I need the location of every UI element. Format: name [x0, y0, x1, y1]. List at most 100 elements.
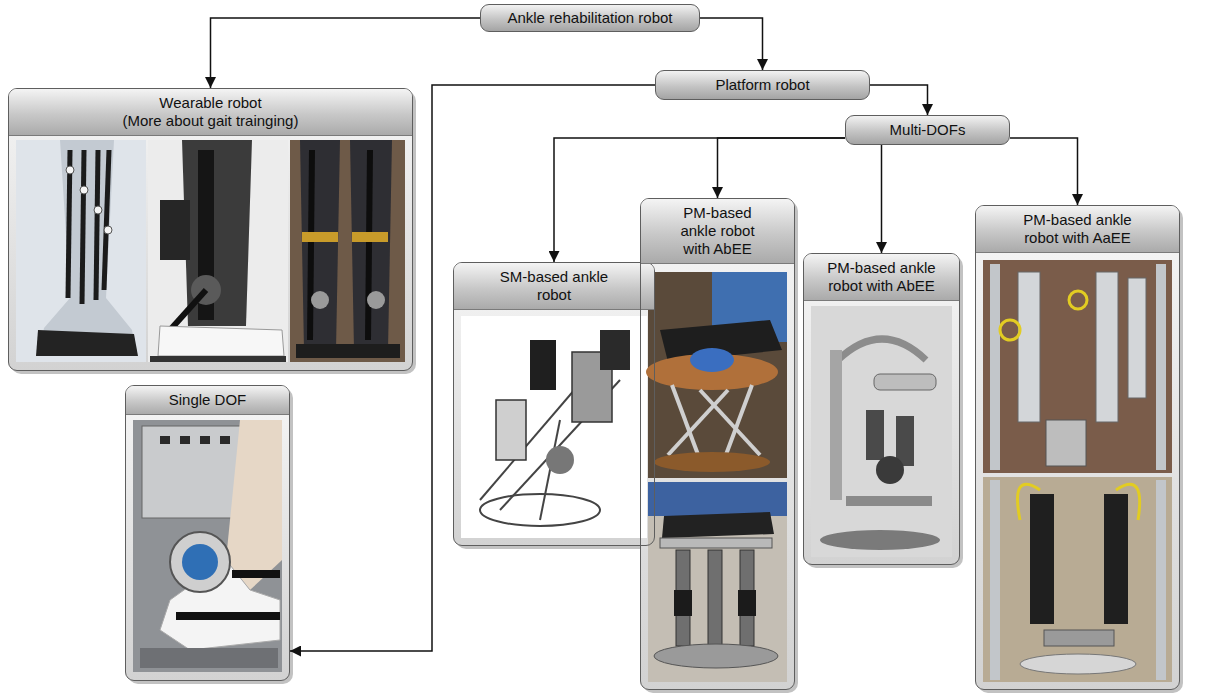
panel-header: PM-based ankle robot with AbEE: [804, 254, 959, 301]
photo-pm-ankle-robot-b: [662, 512, 774, 538]
photo-soft-exosuit: [94, 206, 102, 214]
photo-pm-ankle-robot-e: [1044, 630, 1114, 646]
photo-pm-ankle-robot-e: [990, 480, 1000, 680]
category-panel: PM-based ankle robot with AbEE: [640, 198, 795, 690]
photo-gait-exoskeleton: [350, 140, 392, 350]
photo-pm-ankle-robot-a: [654, 452, 770, 472]
panel-heading: (More about gait trainging): [123, 112, 299, 130]
photo-pm-ankle-robot-c: [838, 339, 926, 360]
photo-single-dof-robot: [160, 436, 230, 444]
panel-header: PM-based ankle robot with AbEE: [641, 199, 794, 264]
photo-exoskeleton: [182, 140, 252, 326]
photo-soft-exosuit: [96, 150, 98, 300]
photo-pm-ankle-robot-e: [1104, 494, 1128, 624]
photo-exoskeleton: [158, 326, 284, 356]
panel-heading: Wearable robot: [159, 94, 261, 112]
photo-pm-ankle-robot-d: [983, 260, 1172, 473]
tree-connector: [700, 18, 763, 70]
photo-soft-exosuit: [16, 140, 146, 362]
panel-fill: [453, 262, 655, 546]
photo-single-dof-robot: [176, 570, 280, 620]
photo-pm-ankle-robot-b: [738, 590, 756, 616]
photo-pm-ankle-robot-a: [690, 348, 734, 372]
photo-soft-exosuit: [104, 226, 112, 234]
photo-single-dof-robot: [200, 436, 210, 444]
photo-pm-ankle-robot-b: [674, 590, 692, 616]
category-panel: SM-based ankle robot: [453, 262, 655, 546]
photo-single-dof-robot: [226, 420, 282, 590]
photo-pm-ankle-robot-b: [648, 482, 787, 516]
photo-pm-ankle-robot-a: [668, 390, 728, 455]
photo-soft-exosuit: [36, 330, 138, 356]
photo-gait-exoskeleton: [367, 291, 385, 309]
photo-pm-ankle-robot-e: [1116, 484, 1140, 520]
box-label: Ankle rehabilitation robot: [507, 9, 672, 27]
photo-soft-exosuit: [40, 140, 136, 350]
photo-gait-exoskeleton: [290, 140, 405, 362]
photo-single-dof-robot: [133, 420, 282, 672]
panel-fill: [125, 385, 290, 681]
panel-fill: [643, 201, 798, 693]
photo-exoskeleton: [170, 290, 206, 330]
photo-pm-ankle-robot-d: [1000, 320, 1020, 340]
tree-connector: [1010, 138, 1078, 205]
photo-pm-ankle-robot-b: [708, 550, 722, 646]
photo-pm-ankle-robot-c: [830, 350, 842, 500]
photo-soft-exosuit: [80, 186, 88, 194]
panel-fill: [978, 208, 1183, 693]
photo-single-dof-robot: [176, 612, 280, 620]
photo-sm-ankle-robot: [546, 446, 574, 474]
photo-pm-ankle-robot-d: [1069, 291, 1087, 309]
panel-fill: [128, 388, 293, 684]
photo-single-dof-robot: [170, 532, 230, 592]
photo-pm-ankle-robot-d: [990, 264, 1000, 470]
photo-pm-ankle-robot-b: [674, 590, 756, 616]
photo-sm-ankle-robot: [600, 330, 630, 370]
photo-single-dof-robot: [232, 570, 280, 578]
photo-pm-ankle-robot-d: [1018, 272, 1146, 422]
photo-pm-ankle-robot-c: [866, 410, 884, 460]
photo-single-dof-robot: [140, 648, 278, 668]
photo-pm-ankle-robot-b: [654, 644, 778, 668]
photo-gait-exoskeleton: [368, 150, 370, 340]
category-panel: PM-based ankle robot with AbEE: [803, 253, 960, 565]
photo-pm-ankle-robot-e: [1030, 494, 1128, 624]
photo-pm-ankle-robot-b: [648, 482, 787, 682]
photo-gait-exoskeleton: [310, 150, 370, 340]
category-panel: Wearable robot(More about gait trainging…: [8, 88, 413, 371]
photo-pm-ankle-robot-e: [983, 477, 1172, 682]
photo-sm-ankle-robot: [530, 340, 556, 390]
photo-sm-ankle-robot: [480, 494, 600, 526]
photo-single-dof-robot: [133, 420, 282, 672]
photo-pm-ankle-robot-b: [648, 482, 787, 682]
photo-soft-exosuit: [82, 150, 84, 304]
panel-fill: [8, 88, 413, 371]
photo-pm-ankle-robot-c: [846, 496, 932, 506]
photo-pm-ankle-robot-e: [1020, 654, 1136, 674]
photo-single-dof-robot: [182, 544, 218, 580]
photo-soft-exosuit: [104, 150, 109, 290]
photo-sm-ankle-robot: [461, 316, 647, 538]
tree-connector: [211, 18, 481, 88]
photo-pm-ankle-robot-d: [1096, 272, 1118, 422]
photo-pm-ankle-robot-e: [1030, 494, 1054, 624]
tree-connector: [870, 85, 928, 115]
photo-pm-ankle-robot-c: [874, 374, 936, 390]
panel-header: Wearable robot(More about gait trainging…: [9, 89, 412, 136]
box-label: Multi-DOFs: [890, 121, 966, 139]
photo-exoskeleton: [150, 356, 286, 362]
photo-single-dof-robot: [220, 436, 230, 444]
photo-pm-ankle-robot-c: [876, 456, 904, 484]
panel-heading: PM-based ankle robot with AbEE: [668, 204, 768, 258]
photo-soft-exosuit: [16, 140, 146, 362]
photo-gait-exoskeleton: [302, 232, 338, 242]
category-box: Multi-DOFs: [845, 115, 1010, 145]
category-box: Platform robot: [655, 70, 870, 100]
photo-exoskeleton: [160, 200, 190, 260]
photo-gait-exoskeleton: [352, 232, 388, 242]
tree-connector: [718, 138, 846, 198]
panel-fill: [803, 253, 960, 565]
photo-soft-exosuit: [66, 166, 112, 234]
photo-pm-ankle-robot-d: [1000, 291, 1087, 340]
